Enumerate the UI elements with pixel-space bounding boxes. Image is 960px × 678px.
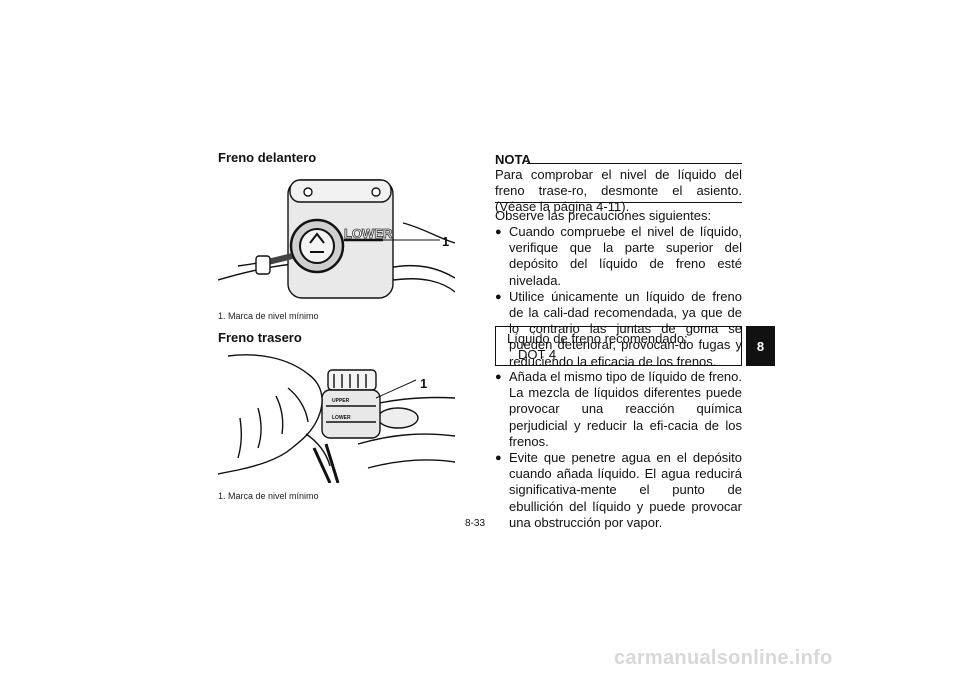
front-callout-number: 1 — [442, 234, 450, 249]
lower-mark-label: LOWER — [344, 226, 393, 241]
note-top-rule — [527, 163, 742, 164]
lower-mark-label-rear: LOWER — [332, 415, 351, 421]
precautions-intro: Observe las precauciones siguientes: — [495, 208, 712, 223]
page-number: 8-33 — [465, 518, 486, 529]
spec-value: DOT 4 — [518, 347, 557, 362]
precautions-list-top: Cuando compruebe el nivel de líquido, ve… — [495, 224, 742, 370]
note-heading: NOTA — [495, 152, 531, 167]
list-item: Evite que penetre agua en el depósito cu… — [495, 450, 742, 531]
upper-mark-label: UPPER — [332, 398, 350, 404]
rear-callout-number: 1 — [420, 376, 428, 391]
list-item: Utilice únicamente un líquido de freno d… — [495, 289, 742, 370]
list-item: Cuando compruebe el nivel de líquido, ve… — [495, 224, 742, 289]
rear-brake-illustration: UPPER LOWER — [218, 348, 455, 483]
rear-brake-caption: 1. Marca de nivel mínimo — [218, 491, 319, 501]
list-item: Añada el mismo tipo de líquido de freno.… — [495, 369, 742, 450]
front-brake-title: Freno delantero — [218, 150, 317, 165]
spec-label: Líquido de freno recomendado: — [507, 331, 688, 346]
recommended-fluid-box: Líquido de freno recomendado: DOT 4 — [495, 326, 742, 366]
rear-brake-title: Freno trasero — [218, 330, 302, 345]
front-brake-illustration: LOWER — [218, 168, 455, 302]
precautions-list-bottom: Añada el mismo tipo de líquido de freno.… — [495, 369, 742, 531]
rear-reservoir-drawing: UPPER LOWER — [218, 354, 455, 483]
note-bottom-rule — [495, 202, 742, 203]
watermark: carmanualsonline.info — [614, 647, 833, 669]
front-reservoir-drawing: LOWER — [218, 179, 455, 299]
note-text: Para comprobar el nivel de líquido del f… — [495, 167, 742, 215]
front-brake-caption: 1. Marca de nivel mínimo — [218, 311, 319, 321]
chapter-tab: 8 — [746, 326, 775, 366]
